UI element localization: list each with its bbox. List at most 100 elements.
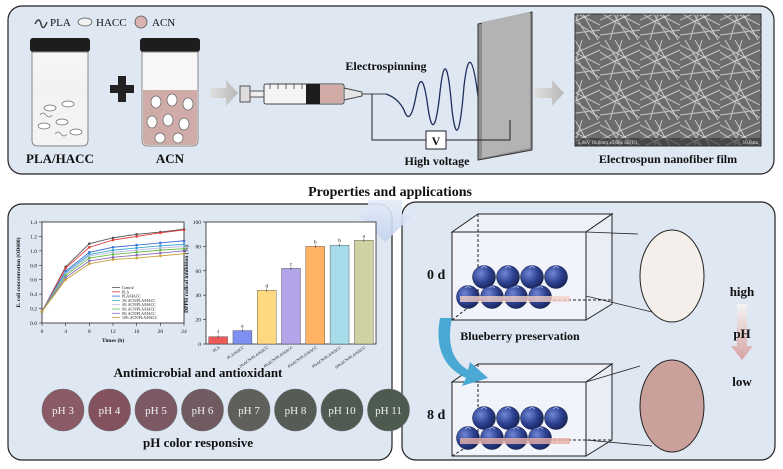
blueberry-crown	[528, 265, 536, 269]
data-point	[135, 248, 138, 252]
blueberry-crown	[552, 406, 560, 410]
blueberry-icon	[544, 265, 568, 289]
sem-image	[574, 13, 762, 147]
ph-sample-circle	[41, 388, 85, 432]
y-tick-label: 1.4	[30, 220, 37, 226]
data-point	[88, 245, 91, 249]
y-tick-label: 100	[193, 220, 202, 226]
significance-letter: b	[314, 239, 317, 245]
data-point	[64, 274, 67, 277]
blueberry-icon	[520, 406, 544, 430]
film-label: Electrospun nanofiber film	[599, 152, 737, 166]
data-point	[64, 276, 67, 279]
legend-entry: PLA/HACC	[122, 295, 141, 299]
zoom-line	[585, 439, 653, 447]
significance-letter: b	[338, 238, 341, 244]
ph-sample-circle	[274, 388, 317, 432]
indicator-film-day0	[460, 296, 570, 302]
indicator-circle-day0	[639, 229, 705, 323]
data-point	[88, 259, 91, 263]
zoom-line	[585, 365, 641, 383]
syringe-icon	[239, 83, 386, 105]
y-tick-label: 0.8	[30, 263, 37, 269]
blueberry-crown	[504, 406, 512, 410]
legend-entry: Control	[122, 286, 134, 290]
arrow-to-syringe	[210, 80, 238, 106]
x-tick-label: 20	[158, 329, 164, 335]
ph-label: pH	[733, 326, 750, 341]
x-tick-label: 24	[181, 329, 187, 335]
circuit-wire-right	[446, 120, 511, 141]
blueberry-crown	[536, 426, 544, 430]
significance-letter: a	[363, 233, 366, 239]
data-point	[111, 236, 115, 240]
data-point	[159, 231, 162, 235]
arrow-to-film	[534, 80, 564, 106]
data-point	[111, 248, 115, 252]
data-point	[135, 253, 138, 257]
plus-icon	[110, 76, 134, 102]
data-point	[182, 247, 186, 250]
data-point	[159, 248, 162, 252]
beaker-left-label: PLA/HACC	[26, 151, 94, 166]
y-axis-label: E. coli concentration (OD600)	[15, 237, 22, 307]
data-point	[135, 232, 138, 236]
y-axis-label: DPPH radical inhibition (%)	[183, 245, 190, 313]
blueberry-icon	[544, 406, 568, 430]
ph-sample-circle	[320, 388, 364, 432]
acn-particle-icon	[134, 15, 148, 29]
pla-fiber-icon	[34, 19, 48, 29]
bar	[329, 244, 350, 345]
data-point	[135, 243, 138, 247]
blueberry-crown	[488, 285, 496, 289]
beaker-right-label: ACN	[156, 151, 185, 166]
ph-gradient-arrow	[731, 304, 753, 360]
data-point	[159, 244, 162, 248]
blueberry-crown	[552, 265, 560, 269]
y-tick-label: 0.2	[30, 307, 37, 313]
hacc-particle-icon	[77, 17, 93, 27]
blueberry-crown	[512, 426, 520, 430]
data-point	[182, 239, 186, 243]
significance-letter: d	[265, 283, 268, 289]
bar	[257, 290, 277, 345]
blueberry-crown	[464, 285, 472, 289]
y-tick-label: 1.2	[30, 234, 37, 240]
jet-whip-icon	[385, 61, 479, 131]
data-point	[111, 245, 115, 249]
data-point	[135, 235, 138, 238]
beaker-acn	[140, 38, 200, 147]
y-tick-label: 80	[196, 244, 202, 250]
circuit-wire-left	[371, 94, 426, 141]
blueberry-crown	[528, 406, 536, 410]
ph-sample-label: pH 10	[328, 405, 356, 417]
day8-label: 8 d	[427, 408, 446, 423]
day0-label: 0 d	[427, 268, 446, 283]
data-point	[40, 310, 44, 313]
data-point	[182, 249, 186, 253]
data-point	[159, 246, 162, 250]
blueberry-icon	[496, 406, 520, 430]
ph-sample-circle	[134, 388, 178, 432]
blueberry-crown	[480, 265, 488, 269]
high-voltage-label: High voltage	[405, 154, 471, 168]
x-tick-label: 12	[110, 329, 116, 335]
data-point	[88, 251, 91, 254]
y-tick-label: 60	[196, 269, 202, 275]
ph-sample-label: pH 11	[375, 405, 402, 417]
data-point	[111, 253, 115, 256]
x-tick-label: 16	[134, 329, 140, 335]
ph-sample-label: pH 8	[285, 405, 307, 417]
data-point	[111, 238, 115, 242]
bar	[281, 268, 301, 345]
data-point	[88, 256, 91, 260]
blueberry-crown	[464, 426, 472, 430]
voltmeter-label: V	[432, 134, 441, 148]
ph-sample-label: pH 6	[192, 405, 214, 417]
blueberry-crown	[480, 406, 488, 410]
blueberry-crown	[504, 265, 512, 269]
y-tick-label: 20	[196, 318, 202, 324]
